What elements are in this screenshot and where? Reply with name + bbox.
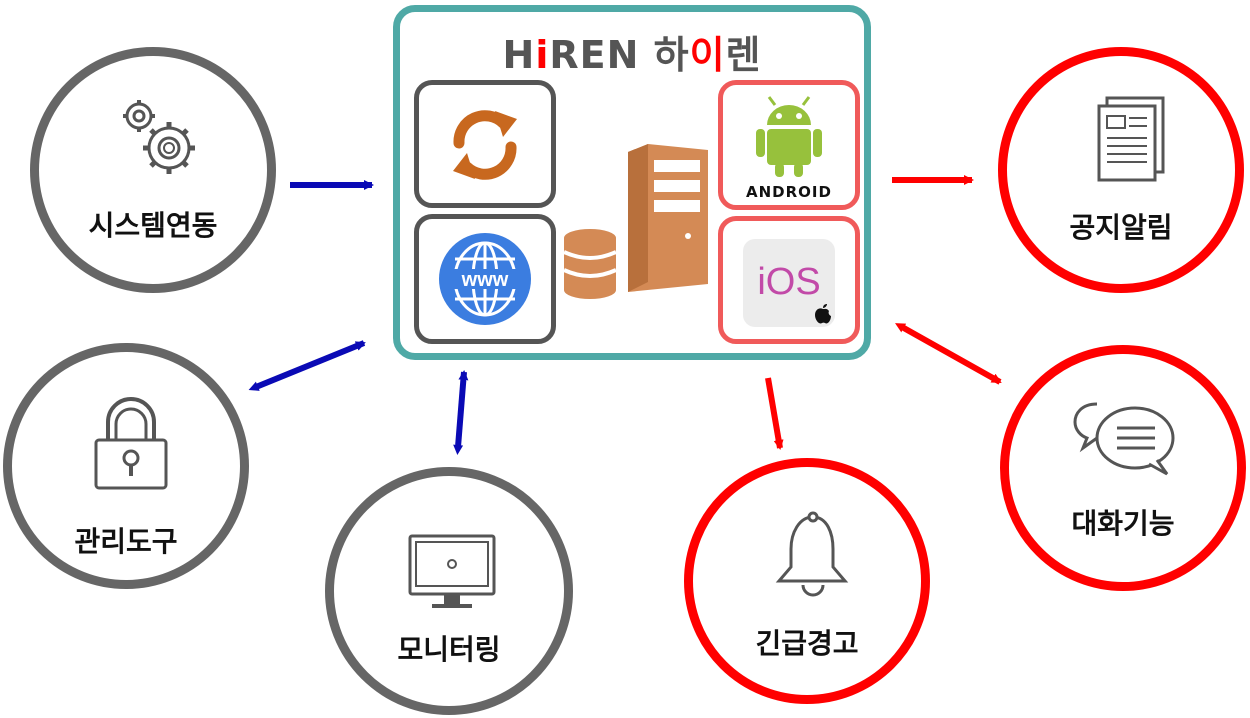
gears-icon: [123, 100, 195, 174]
chat-bubbles-icon: [1073, 402, 1175, 476]
padlock-icon: [94, 397, 168, 490]
monitor-icon: [408, 534, 496, 608]
android-tile: ANDROID: [718, 80, 860, 210]
sync-tile: [414, 80, 556, 208]
apple-icon: [815, 304, 831, 324]
label-monitoring: 모니터링: [397, 633, 501, 666]
arrow-monitor-hub: [453, 370, 469, 455]
web-tile: www: [414, 214, 556, 344]
node-monitoring: 모니터링: [325, 467, 573, 715]
ios-app-square: iOS: [743, 239, 835, 327]
label-admin-tools: 관리도구: [74, 525, 178, 558]
arrow-hub-chat: [895, 323, 1002, 385]
document-icon: [1097, 96, 1165, 182]
bell-icon: [775, 511, 849, 597]
node-chat: 대화기능: [1000, 345, 1246, 591]
android-robot-icon: ANDROID: [746, 96, 832, 201]
label-notice-alert: 공지알림: [1069, 211, 1173, 244]
node-system-integration: 시스템연동: [30, 47, 276, 293]
node-emergency-alert: 긴급경고: [684, 458, 930, 704]
server-icon: [563, 144, 708, 299]
label-chat: 대화기능: [1071, 507, 1175, 540]
ios-text: iOS: [757, 261, 821, 303]
hub-title: HiREN 하이렌: [502, 33, 762, 77]
sync-icon: [453, 110, 517, 180]
arrow-hub-to-emergency: [765, 377, 784, 450]
label-emergency-alert: 긴급경고: [755, 627, 859, 660]
arrow-admin-hub: [248, 340, 366, 391]
label-system-integration: 시스템연동: [88, 209, 218, 242]
node-admin-tools: 관리도구: [3, 343, 249, 589]
node-notice-alert: 공지알림: [998, 47, 1244, 293]
www-text: www: [461, 269, 509, 291]
hiren-hub: HiREN 하이렌 www: [393, 5, 871, 360]
ios-tile: iOS: [718, 216, 860, 344]
globe-www-icon: www: [439, 233, 531, 325]
android-text: ANDROID: [746, 183, 832, 201]
